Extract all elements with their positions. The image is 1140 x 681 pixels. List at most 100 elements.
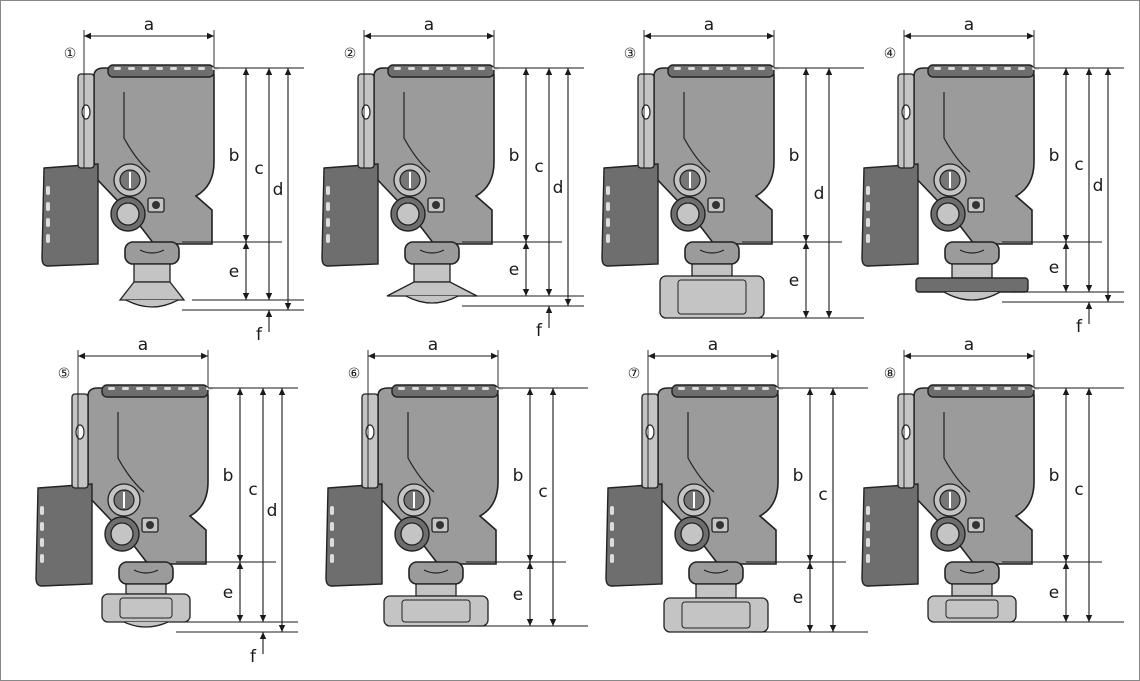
dim-d-label: d xyxy=(814,184,825,204)
terminal-box xyxy=(35,483,93,587)
dim-c-arrow-top xyxy=(1085,388,1093,395)
dim-a-label: a xyxy=(964,15,974,35)
cover-grip-mark xyxy=(426,387,433,390)
dim-e-arrow-top xyxy=(1062,242,1070,249)
terminal-box-slot xyxy=(610,538,614,547)
cover-grip-mark xyxy=(744,67,751,70)
cover-grip-mark xyxy=(198,67,205,70)
dim-b-arrow-bottom xyxy=(522,235,530,242)
process-stem xyxy=(415,583,457,597)
dim-d-arrow-top xyxy=(1104,68,1112,75)
dim-a-label: a xyxy=(424,15,434,35)
neck-detail xyxy=(139,249,165,254)
cover-grip-mark xyxy=(136,387,143,390)
sensor-dome xyxy=(125,299,179,308)
dim-e-label: e xyxy=(793,588,803,608)
locking-screw xyxy=(645,424,655,440)
cover-grip-mark xyxy=(468,387,475,390)
terminal-box-slot xyxy=(326,218,330,227)
cover-grip-mark xyxy=(394,67,401,70)
terminal-box-slot xyxy=(40,554,44,563)
cover-grip-mark xyxy=(692,387,699,390)
cover-grip-mark xyxy=(450,67,457,70)
earth-screw xyxy=(146,521,154,529)
dim-b-label: b xyxy=(793,466,804,486)
neck-detail xyxy=(959,249,985,254)
mounting-plate xyxy=(915,277,1029,293)
dim-d-label: d xyxy=(1093,176,1104,196)
dim-e-label: e xyxy=(513,585,523,605)
dim-c-label: c xyxy=(538,482,547,502)
locking-screw xyxy=(81,104,91,120)
cover-grip-mark xyxy=(128,67,135,70)
cover-grip-mark xyxy=(170,67,177,70)
housing-edge xyxy=(683,92,711,173)
locking-strip xyxy=(361,393,379,489)
dim-c-label: c xyxy=(534,157,543,177)
dim-d-arrow-top xyxy=(825,68,833,75)
dim-b-arrow-top xyxy=(1062,68,1070,75)
blind-plug-inner xyxy=(936,522,960,546)
terminal-box-slot xyxy=(610,554,614,563)
terminal-box-slot xyxy=(40,522,44,531)
dim-b-arrow-top xyxy=(242,68,250,75)
terminal-box-slot xyxy=(326,234,330,243)
cover-grip-mark xyxy=(976,67,983,70)
process-stem xyxy=(413,263,451,283)
dim-e-arrow-bottom xyxy=(526,619,534,626)
neck-detail xyxy=(423,569,449,574)
process-nut xyxy=(927,595,1017,623)
nut-flat xyxy=(681,601,751,629)
earth-screw xyxy=(972,201,980,209)
housing-cover-band xyxy=(391,384,499,398)
cover-grip-mark xyxy=(758,67,765,70)
earth-screw xyxy=(972,521,980,529)
dim-e-arrow-bottom xyxy=(242,293,250,300)
terminal-box-slot xyxy=(606,186,610,195)
cover-grip-mark xyxy=(178,387,185,390)
cover-grip-mark xyxy=(934,67,941,70)
dim-c-arrow-top xyxy=(259,388,267,395)
cover-grip-mark xyxy=(962,387,969,390)
housing-edge xyxy=(943,412,971,493)
dim-e-arrow-top xyxy=(242,242,250,249)
blind-plug-inner xyxy=(110,522,134,546)
dim-e-arrow-top xyxy=(522,242,530,249)
cover-grip-mark xyxy=(762,387,769,390)
cover-grip-mark xyxy=(962,67,969,70)
nut-flat xyxy=(119,597,173,619)
cover-grip-mark xyxy=(398,387,405,390)
dim-f-label: f xyxy=(250,647,257,667)
dim-b-arrow-top xyxy=(802,68,810,75)
dim-e-arrow-bottom xyxy=(522,289,530,296)
dim-a-arrow-right xyxy=(767,32,774,40)
dim-d-arrow-bottom xyxy=(278,625,286,632)
terminal-box xyxy=(325,483,383,587)
cover-grip-mark xyxy=(776,387,783,390)
nut-flat xyxy=(401,599,471,623)
dim-c-arrow-bottom xyxy=(1085,285,1093,292)
housing-cover-band xyxy=(387,64,495,78)
blind-plug-inner xyxy=(936,202,960,226)
process-nut xyxy=(663,597,769,633)
cover-grip-mark xyxy=(1032,67,1039,70)
terminal-box-slot xyxy=(46,234,50,243)
cover-grip-mark xyxy=(678,387,685,390)
neck-detail xyxy=(699,249,725,254)
dim-a-label: a xyxy=(704,15,714,35)
terminal-box-slot xyxy=(866,186,870,195)
cover-grip-mark xyxy=(464,67,471,70)
dim-c-label: c xyxy=(818,485,827,505)
terminal-box-slot xyxy=(330,522,334,531)
dim-b-label: b xyxy=(1049,466,1060,486)
dim-a-arrow-right xyxy=(1027,352,1034,360)
terminal-box-slot xyxy=(866,522,870,531)
dim-c-label: c xyxy=(254,159,263,179)
cover-grip-mark xyxy=(108,387,115,390)
cover-grip-mark xyxy=(990,387,997,390)
dim-c-arrow-bottom xyxy=(265,293,273,300)
terminal-box xyxy=(861,483,919,587)
dim-c-label: c xyxy=(1074,480,1083,500)
dim-f-label: f xyxy=(536,321,543,341)
cover-grip-mark xyxy=(688,67,695,70)
